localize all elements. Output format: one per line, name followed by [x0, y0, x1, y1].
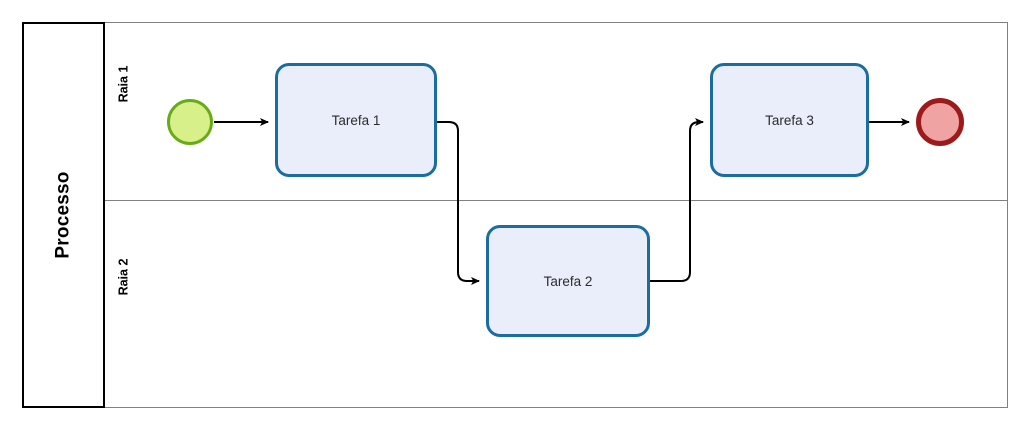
lane-label-raia-2: Raia 2	[116, 258, 130, 296]
task-tarefa-1-label: Tarefa 1	[331, 112, 381, 128]
end-event-circle[interactable]	[916, 98, 964, 146]
lane-divider	[105, 200, 1008, 201]
lane-label-raia-1: Raia 1	[116, 65, 130, 103]
task-tarefa-2-label: Tarefa 2	[543, 273, 593, 289]
task-tarefa-3[interactable]: Tarefa 3	[710, 63, 869, 177]
start-event-circle[interactable]	[167, 99, 213, 145]
pool-label: Processo	[52, 171, 74, 259]
pool-header-processo[interactable]: Processo	[22, 22, 105, 408]
task-tarefa-3-label: Tarefa 3	[765, 112, 814, 128]
task-tarefa-2[interactable]: Tarefa 2	[486, 225, 650, 337]
lane-header-raia-2[interactable]: Raia 2	[105, 200, 141, 408]
lane-header-raia-1[interactable]: Raia 1	[105, 22, 141, 200]
task-tarefa-1[interactable]: Tarefa 1	[275, 63, 437, 177]
